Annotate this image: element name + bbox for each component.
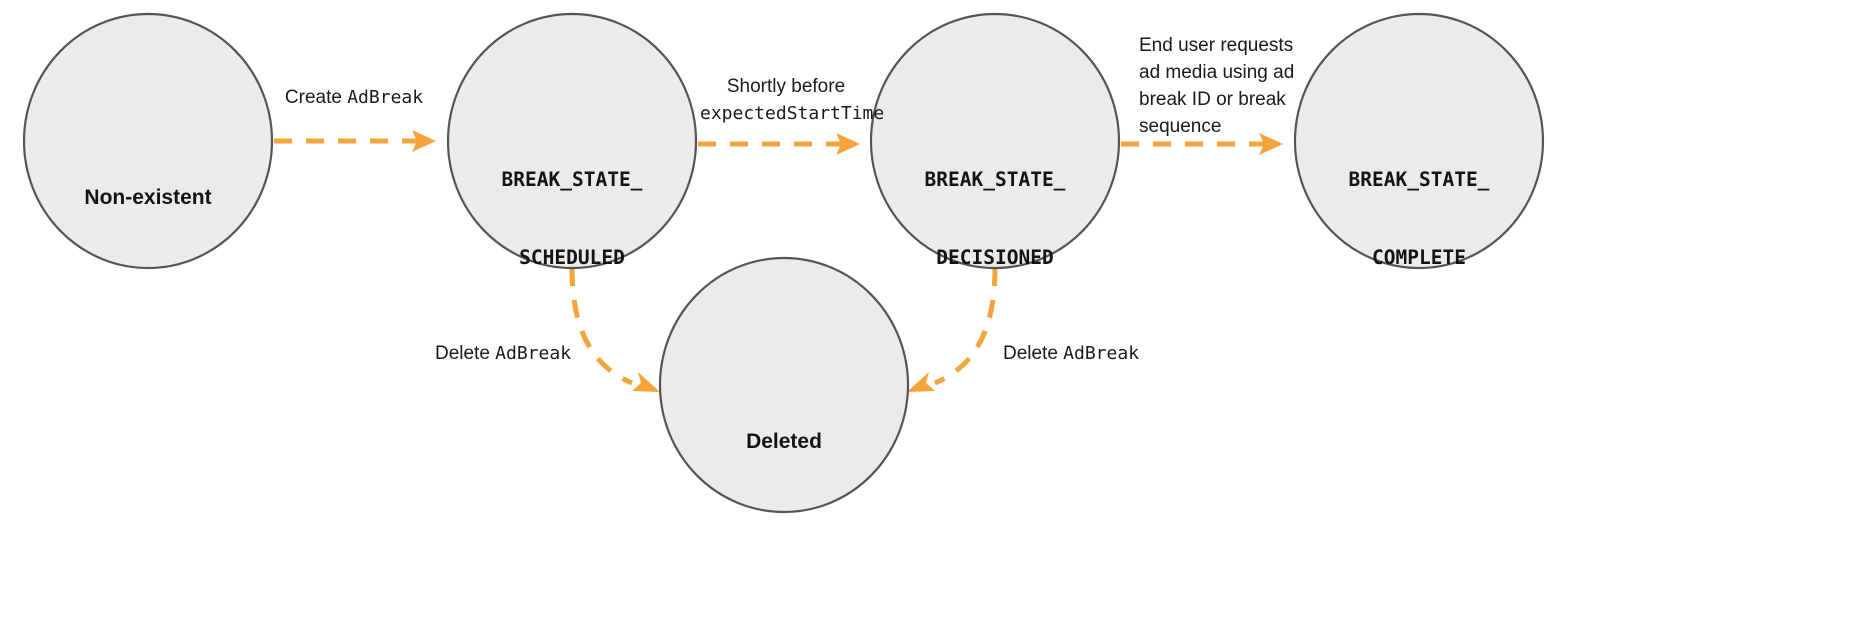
edge-shortly-before: [698, 133, 860, 155]
edge-end-user-requests-arrowhead: [1259, 133, 1283, 155]
node-non-existent[interactable]: [22, 12, 274, 270]
edge-delete-from-decisioned-arrowhead: [907, 372, 935, 392]
edge-delete-from-decisioned: [907, 267, 998, 392]
edge-create-adbreak-arrowhead: [412, 130, 436, 152]
node-deleted[interactable]: [658, 256, 910, 514]
edge-end-user-requests: [1121, 133, 1283, 155]
edge-delete-from-scheduled-arrowhead: [632, 372, 660, 392]
edge-shortly-before-arrowhead: [836, 133, 860, 155]
node-break-state-decisioned[interactable]: [869, 12, 1121, 270]
node-break-state-complete[interactable]: [1293, 12, 1545, 270]
node-break-state-scheduled[interactable]: [446, 12, 698, 270]
edge-create-adbreak: [274, 130, 436, 152]
edge-delete-from-scheduled: [569, 267, 660, 392]
edge-delete-from-decisioned-line: [934, 267, 998, 386]
edge-delete-from-scheduled-line: [569, 267, 633, 386]
